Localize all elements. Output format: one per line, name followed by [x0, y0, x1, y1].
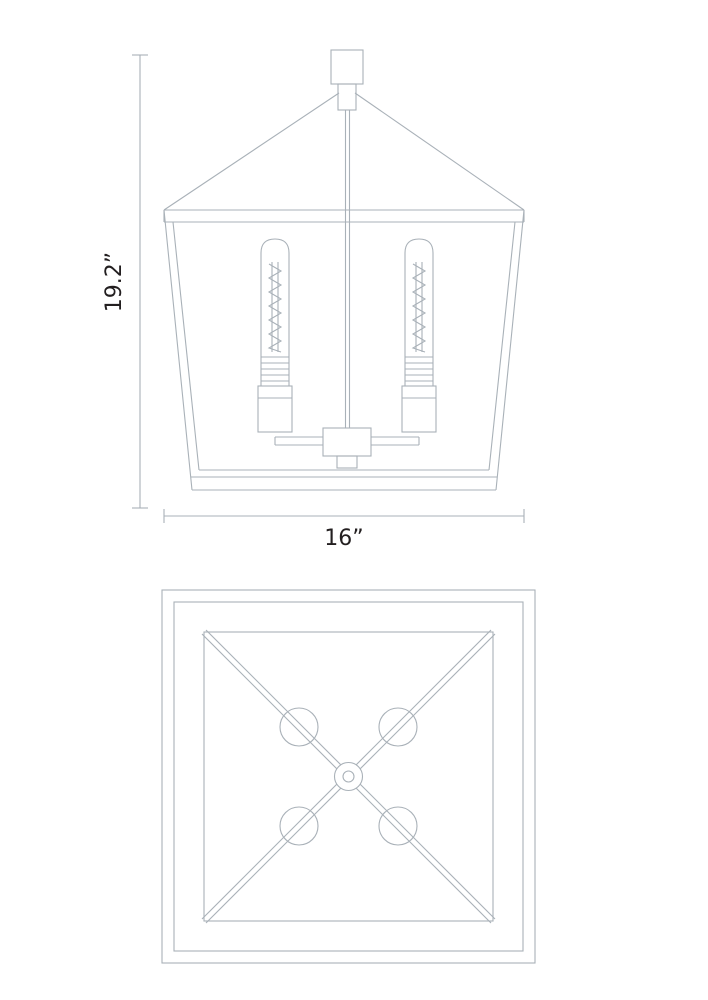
- downrod-stem: [344, 110, 351, 428]
- cage-top-band: [163, 209, 525, 223]
- plan-outer-frame: [161, 589, 536, 964]
- height-dimension-label: 19.2”: [102, 252, 127, 312]
- center-hub: [322, 427, 372, 469]
- bulb-left: [260, 238, 290, 386]
- socket-circle-bottom-right: [378, 806, 418, 846]
- bulb-left-glass: [260, 238, 290, 386]
- canopy-collar: [337, 83, 357, 111]
- socket-circle-top-left: [279, 707, 319, 747]
- socket-left: [257, 385, 293, 433]
- bulb-left-filament: [267, 263, 283, 353]
- plan-socket-circles: [279, 707, 418, 846]
- socket-arms: [274, 436, 420, 446]
- canopy-mount: [330, 49, 364, 111]
- hub-inner-circle: [342, 770, 355, 783]
- elevation-view: [163, 49, 525, 491]
- socket-circle-bottom-left: [279, 806, 319, 846]
- width-dimension: 16”: [163, 509, 525, 551]
- cage-roof: [163, 92, 525, 211]
- socket-right: [401, 385, 437, 433]
- plan-middle-frame: [173, 601, 524, 952]
- plan-view: [161, 589, 536, 964]
- height-dimension: 19.2”: [102, 54, 148, 509]
- hub-outer-circle: [333, 761, 364, 792]
- bulb-right: [404, 238, 434, 386]
- plan-inner-frame: [203, 631, 494, 922]
- bulb-right-glass: [404, 238, 434, 386]
- plan-center-hub: [333, 761, 364, 792]
- cage-bottom: [191, 469, 497, 491]
- width-dimension-label: 16”: [324, 526, 363, 551]
- cage-sides: [163, 209, 525, 491]
- bulb-right-filament: [411, 263, 427, 353]
- socket-circle-top-right: [378, 707, 418, 747]
- canopy-block: [330, 49, 364, 85]
